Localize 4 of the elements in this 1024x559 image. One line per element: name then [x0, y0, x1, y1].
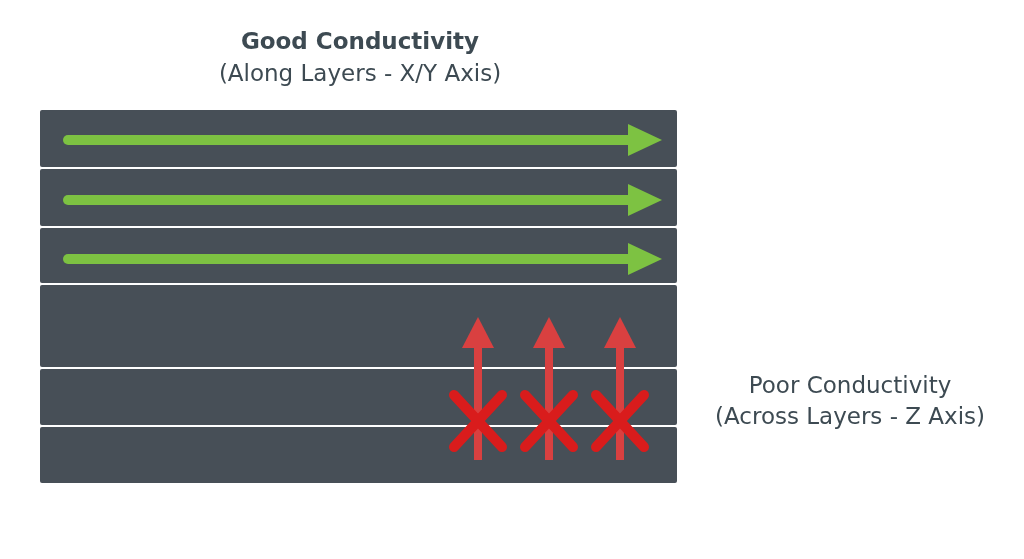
- annotation-subheading: (Across Layers - Z Axis): [715, 403, 985, 429]
- annotation-heading: Poor Conductivity: [748, 372, 952, 398]
- heading: Good Conductivity: [240, 28, 480, 54]
- subheading: (Along Layers - X/Y Axis): [218, 60, 502, 86]
